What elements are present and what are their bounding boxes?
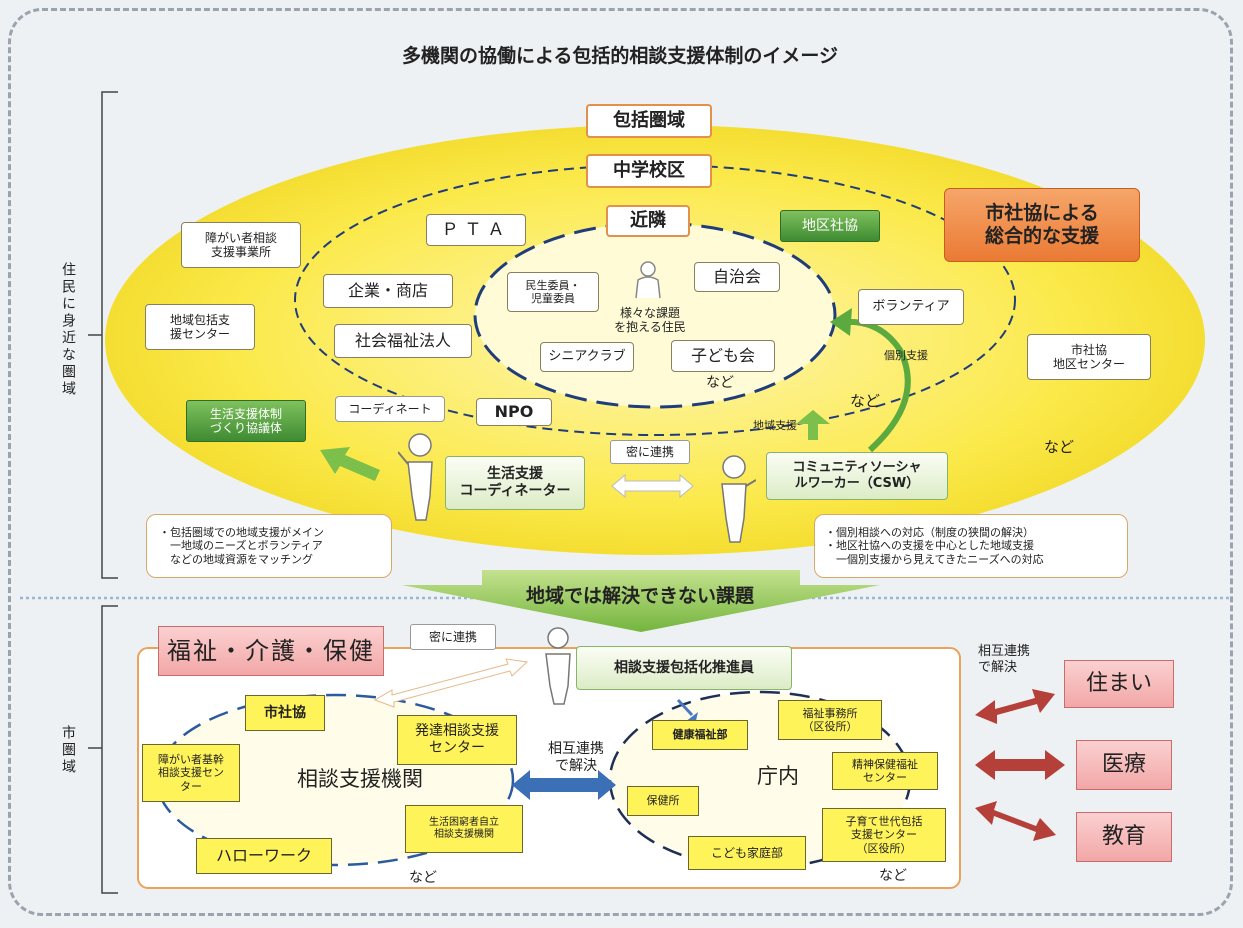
sogo-renkei-right: 相互連携 で解決 <box>978 644 1031 675</box>
suishinin-box: 相談支援包括化推進員 <box>576 646 792 690</box>
banner-arrow <box>402 570 880 632</box>
callout-right: ・個別相談への対応（制度の狭間の解決） ・地区社協への支援を中心とした地域支援 … <box>814 514 1128 578</box>
lower-shishakyo: 市社協 <box>245 695 325 731</box>
org-shishakyo-center: 市社協 地区センター <box>1027 334 1151 380</box>
page-frame <box>8 8 1233 916</box>
csw-figure-icon <box>721 455 756 543</box>
resident-figure-icon <box>635 261 661 299</box>
seikatsu-konkyusha: 生活困窮者自立 相談支援機関 <box>405 805 523 853</box>
nado-inner: など <box>706 374 734 391</box>
callout-left: ・包括圏域での地域支援がメイン 一地域のニーズとボランティア などの地域資源をマ… <box>146 514 392 578</box>
org-chiiki-hokatsu: 地域包括支 援センター <box>145 304 255 350</box>
kyoiku-box: 教育 <box>1076 812 1172 862</box>
kobetsu-shien-label: 個別支援 <box>884 349 928 363</box>
kodomo-katei: こども家庭部 <box>688 836 806 870</box>
nado-middle: など <box>849 392 880 410</box>
seikatsu-taisei-kyogitai: 生活支援体制 づくり協議体 <box>186 400 306 442</box>
lower-bracket <box>101 605 118 894</box>
org-shogai-soudan: 障がい者相談 支援事業所 <box>181 222 301 268</box>
fukushi-kaigo-hoken: 福祉・介護・保健 <box>158 626 384 676</box>
org-npo: NPO <box>476 398 552 426</box>
org-minsei: 民生委員・ 児童委員 <box>507 272 599 312</box>
resident-label: 様々な課題 を抱える住民 <box>614 305 686 334</box>
arrow-fukushi-link <box>373 658 529 708</box>
coordinator-figure-icon <box>398 433 433 521</box>
chonai-label: 庁内 <box>757 764 799 789</box>
fukushi-jimusho: 福祉事務所 （区役所） <box>778 700 882 740</box>
kenko-fukushi: 健康福祉部 <box>652 720 748 750</box>
blue-double-arrow <box>512 770 616 800</box>
org-chiku-shakyo: 地区社協 <box>780 210 880 242</box>
area-hokatsu: 包括圏域 <box>586 104 712 138</box>
hattatsu-center: 発達相談支援 センター <box>397 715 517 765</box>
side-label-lower: 市圏域 <box>60 725 76 776</box>
red-arrow-kyoiku <box>975 801 1056 841</box>
chiiki-shien-label: 地域支援 <box>753 419 797 433</box>
sumai-box: 住まい <box>1064 660 1174 708</box>
iryo-box: 医療 <box>1076 740 1172 790</box>
nado-lower-right: など <box>879 867 907 884</box>
org-senior: シニアクラブ <box>540 342 634 372</box>
org-volunteer: ボランティア <box>858 289 964 325</box>
shogaisha-kikan: 障がい者基幹 相談支援セン ター <box>142 744 240 802</box>
red-arrow-sumai <box>975 689 1055 724</box>
area-kinrin: 近隣 <box>606 205 690 237</box>
area-chugakko: 中学校区 <box>586 154 712 188</box>
seishin-hoken-center: 精神保健福祉 センター <box>832 752 938 790</box>
side-label-upper: 住民に身近な圏域 <box>60 262 76 398</box>
org-kodomo: 子ども会 <box>671 340 775 372</box>
hello-work: ハローワーク <box>196 838 332 874</box>
mitsu-renkei-label: 密に連携 <box>610 440 690 464</box>
sogo-renkei-center: 相互連携 で解決 <box>548 741 604 774</box>
org-jichikai: 自治会 <box>694 262 780 292</box>
arrow-to-kyogitai <box>320 447 380 481</box>
kosodate-center: 子育て世代包括 支援センター （区役所） <box>822 808 946 862</box>
nado-outer: など <box>1043 438 1074 456</box>
arrow-mitsu-renkei <box>611 473 694 499</box>
banner-text: 地域では解決できない課題 <box>525 584 754 607</box>
nado-lower-left: など <box>409 869 437 886</box>
soudan-kikan-label: 相談支援機関 <box>297 767 423 792</box>
org-kigyo: 企業・商店 <box>323 274 453 308</box>
csw-box: コミュニティソーシャ ルワーカー（CSW） <box>766 452 948 500</box>
red-arrow-iryo <box>975 750 1065 780</box>
org-pta: ＰＴＡ <box>426 214 526 246</box>
lower-mitsu-renkei: 密に連携 <box>410 624 496 650</box>
chugakko-ellipse <box>294 164 1016 436</box>
suishinin-figure-icon <box>545 627 571 705</box>
hokenjo: 保健所 <box>627 786 699 816</box>
coordinate-bubble: コーディネート <box>335 396 445 422</box>
coordinator-box: 生活支援 コーディネーター <box>445 456 585 510</box>
page-title: 多機関の協働による包括的相談支援体制のイメージ <box>401 44 839 67</box>
arrow-chiiki-shien <box>796 410 830 440</box>
shishakyo-support-box: 市社協による 総合的な支援 <box>944 188 1140 262</box>
org-shakai-fukushi: 社会福祉法人 <box>334 324 472 358</box>
